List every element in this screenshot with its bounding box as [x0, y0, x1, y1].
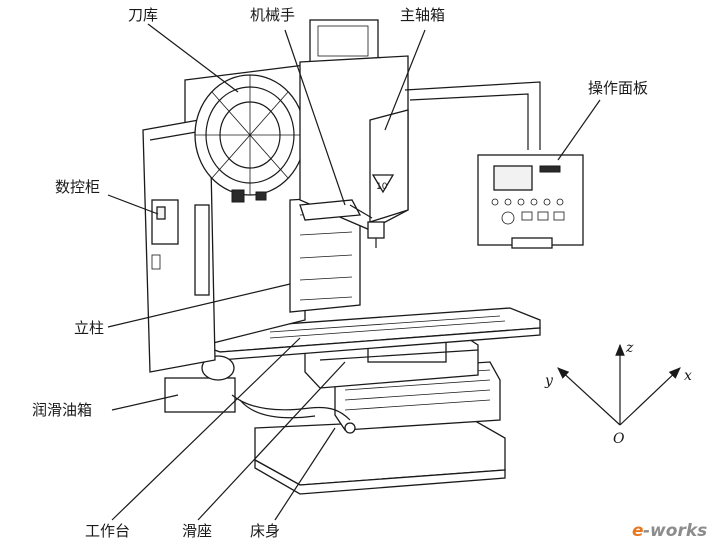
axis-origin-label: O — [613, 431, 625, 447]
control-panel-body — [404, 81, 584, 249]
lube-tank-body — [164, 355, 356, 434]
label-cnc-cabinet: 数控柜 — [55, 178, 100, 196]
tool-magazine-body — [194, 74, 306, 203]
watermark-suffix: -works — [643, 521, 707, 541]
label-worktable: 工作台 — [85, 522, 130, 540]
machine-drawing: 10 — [142, 19, 584, 495]
label-tool-magazine: 刀库 — [128, 6, 158, 24]
label-bed: 床身 — [250, 522, 280, 540]
leader-tool-magazine — [147, 23, 239, 93]
part-labels: 刀库 机械手 主轴箱 操作面板 数控柜 立柱 润滑油箱 工作台 滑座 床身 — [32, 6, 648, 540]
watermark-logo: e -works — [632, 521, 707, 541]
label-lube-tank: 润滑油箱 — [32, 401, 92, 419]
leader-spindle-box — [384, 29, 426, 131]
spindle-badge: 10 — [376, 182, 388, 192]
axis-y-label: y — [544, 373, 554, 389]
axis-z-label: z — [625, 340, 634, 356]
label-spindle-box: 主轴箱 — [400, 6, 445, 24]
leader-saddle — [197, 361, 346, 521]
leader-control-panel — [557, 99, 601, 161]
watermark-prefix: e — [632, 521, 644, 541]
axis-x-arrow — [619, 367, 681, 426]
label-column: 立柱 — [74, 319, 104, 337]
label-control-panel: 操作面板 — [588, 79, 648, 97]
cnc-cabinet-body — [142, 117, 216, 373]
leader-cnc-cabinet — [107, 194, 159, 215]
label-saddle: 滑座 — [182, 522, 212, 540]
label-manipulator: 机械手 — [250, 6, 295, 24]
axis-y-arrow — [557, 367, 621, 426]
coordinate-axes: z y x O — [544, 340, 692, 447]
axis-x-label: x — [684, 368, 692, 384]
leader-worktable — [111, 337, 301, 521]
leader-bed — [274, 427, 336, 521]
leader-lube-tank — [111, 394, 179, 411]
leader-manipulator — [284, 29, 346, 206]
leader-column — [107, 283, 291, 328]
leader-lines — [107, 23, 601, 521]
spindle-box-body: 10 — [299, 19, 409, 248]
